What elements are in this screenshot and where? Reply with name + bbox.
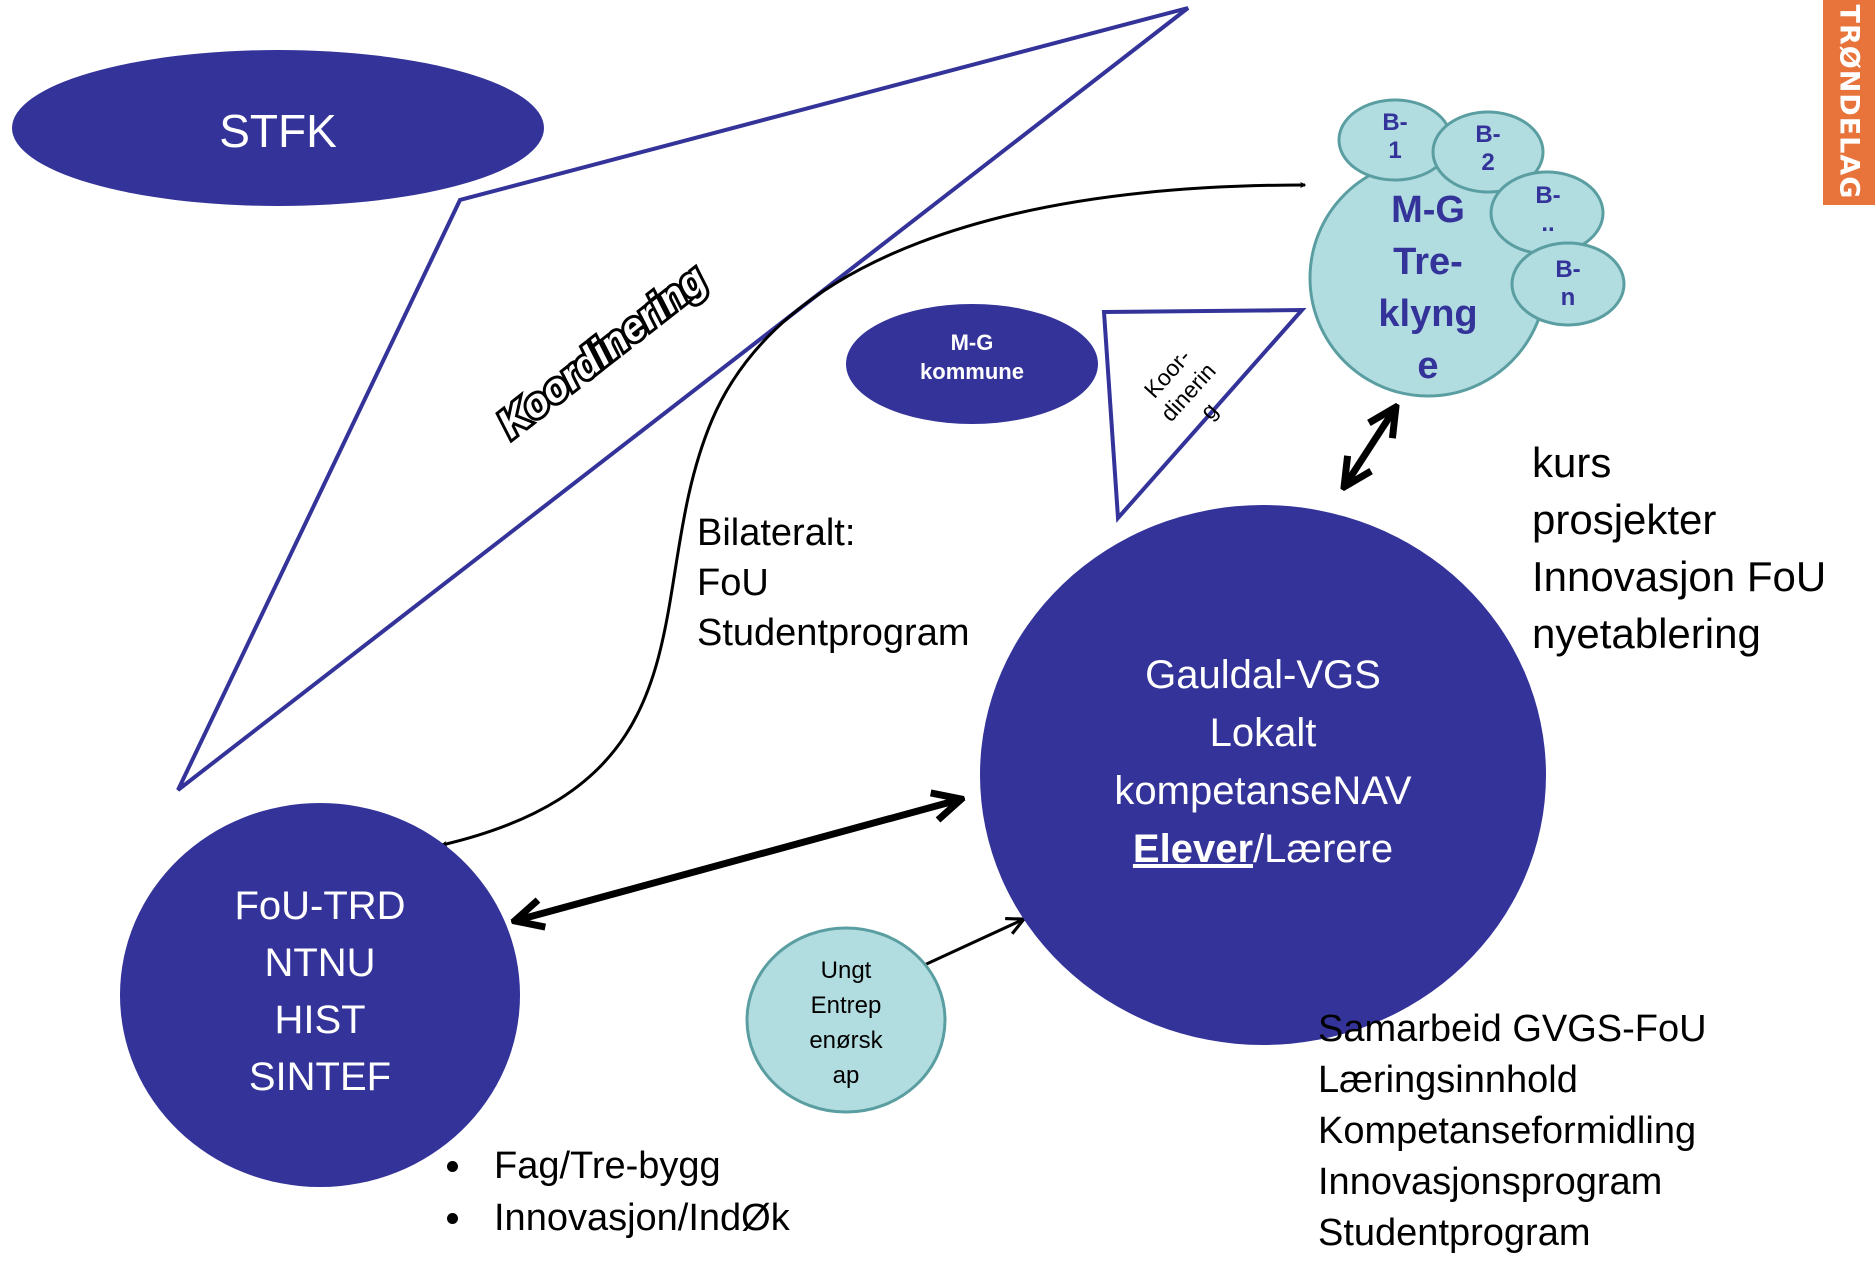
bottom-right-list-text: Samarbeid GVGS-FoU Læringsinnhold Kompet… (1318, 1004, 1707, 1259)
fou-line-2: NTNU (264, 941, 376, 985)
ungt-label: Ungt Entrep enørsk ap (776, 953, 916, 1093)
ungt-node (745, 926, 947, 1114)
fou-line-3: HIST (274, 998, 366, 1042)
bilateralt-text: Bilateralt: FoU Studentprogram (697, 508, 970, 658)
mg-kommune-label-line-2: kommune (920, 359, 1024, 384)
trondelag-badge: TRØNDELAG (1823, 0, 1875, 205)
mg-treklynge-line-4: e (1417, 345, 1439, 387)
mg-treklynge-line-3: klyng (1378, 293, 1478, 335)
stfk-node (12, 50, 544, 206)
mg-kommune-node (846, 304, 1098, 424)
fou-line-4: SINTEF (248, 1055, 392, 1099)
gauldal-line-1: Gauldal-VGS (1145, 653, 1381, 697)
mg-kommune-label-line-1: M-G (950, 330, 994, 355)
bilateralt-line-1: Bilateralt: (697, 512, 856, 554)
bullet-list: Fag/Tre-bygg Innovasjon/IndØk (420, 1140, 790, 1244)
fou-line-1: FoU-TRD (234, 884, 406, 928)
gauldal-elever-text: Elever (1132, 827, 1254, 871)
gauldal-line-2: Lokalt (1209, 711, 1317, 755)
b2-label: B- 2 (1452, 121, 1524, 177)
bottom-right-line-2: Læringsinnhold (1318, 1059, 1578, 1101)
bdots-label: B- .. (1512, 182, 1584, 238)
bullet-item-fag: Fag/Tre-bygg (476, 1140, 790, 1192)
mg-kommune-label: M-G kommune (860, 328, 1084, 386)
right-list-text: kurs prosjekter Innovasjon FoU nyetabler… (1532, 434, 1826, 662)
right-list-line-3: Innovasjon FoU (1532, 553, 1827, 600)
bottom-right-line-4: Innovasjonsprogram (1318, 1161, 1663, 1203)
bullet-item-innovasjon: Innovasjon/IndØk (476, 1192, 790, 1244)
ungt-line-4: ap (832, 1062, 860, 1089)
mg-treklynge-label: M-G Tre- klyng e (1330, 184, 1526, 392)
bn-label: B- n (1532, 256, 1604, 312)
ungt-line-3: enørsk (809, 1027, 883, 1054)
b2-label-line-1: B- (1475, 121, 1501, 148)
trondelag-badge-text: TRØNDELAG (1833, 4, 1865, 200)
b2-label-line-2: 2 (1481, 149, 1495, 176)
b2-node (1431, 110, 1545, 194)
right-list-line-2: prosjekter (1532, 496, 1717, 543)
bilateralt-line-2: FoU (697, 562, 769, 604)
gauldal-vgs-label: Gauldal-VGS Lokalt kompetanseNAV Elever/… (1030, 646, 1496, 878)
mg-treklynge-line-2: Tre- (1393, 241, 1463, 283)
gauldal-treklynge-arrow (1346, 410, 1394, 484)
bottom-right-line-1: Samarbeid GVGS-FoU (1318, 1008, 1707, 1050)
small-koordinering-label: Koor- dinerin g (1139, 344, 1223, 427)
bdots-label-line-1: B- (1535, 182, 1561, 209)
ungt-gauldal-arrow (919, 920, 1022, 969)
b1-label: B- 1 (1360, 109, 1430, 165)
gauldal-line-4: Elever/Lærere (1030, 820, 1496, 878)
bilateralt-line-3: Studentprogram (697, 612, 970, 654)
right-list-line-4: nyetablering (1532, 610, 1761, 657)
right-list-line-1: kurs (1532, 439, 1612, 486)
b1-label-line-1: B- (1382, 109, 1408, 136)
bottom-right-line-3: Kompetanseformidling (1318, 1110, 1697, 1152)
mg-treklynge-line-1: M-G (1391, 189, 1465, 231)
bn-label-line-1: B- (1555, 256, 1581, 283)
bn-label-line-2: n (1560, 284, 1576, 311)
gauldal-vgs-node (980, 505, 1546, 1045)
ungt-line-1: Ungt (820, 957, 872, 984)
stfk-label: STFK (219, 105, 337, 157)
fou-node (120, 803, 520, 1187)
bn-node (1510, 241, 1626, 327)
bottom-right-line-5: Studentprogram (1318, 1212, 1591, 1254)
ungt-line-2: Entrep (810, 992, 882, 1019)
b1-label-line-2: 1 (1388, 137, 1402, 164)
gauldal-larere-text: /Lærere (1253, 827, 1394, 871)
koordinering-label: Koordinering (490, 257, 715, 446)
gauldal-line-3: kompetanseNAV (1114, 769, 1412, 813)
fou-label: FoU-TRD NTNU HIST SINTEF (180, 878, 460, 1106)
bdots-label-line-2: .. (1541, 210, 1555, 237)
bilateral-curve-arrow (442, 185, 1305, 845)
fou-gauldal-arrow (518, 800, 958, 920)
